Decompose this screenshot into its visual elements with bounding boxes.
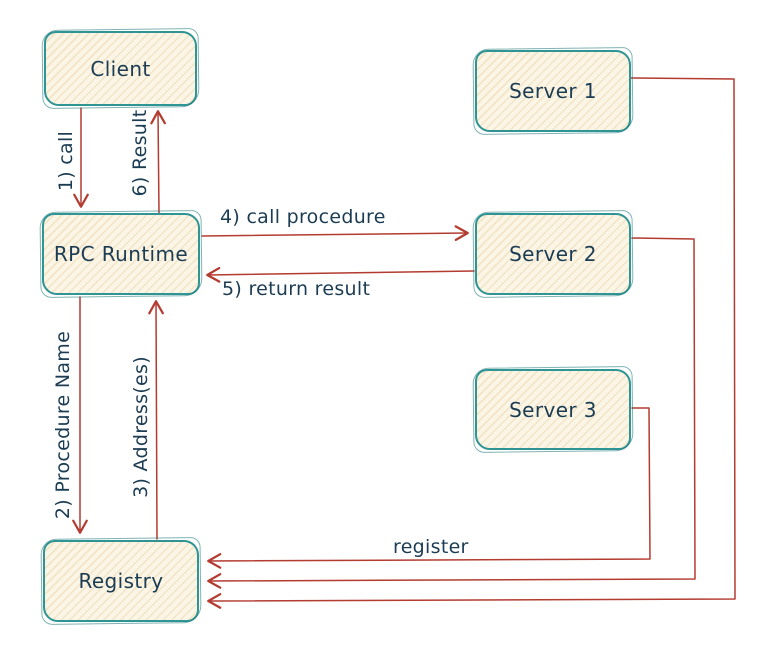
node-registry-label: Registry <box>78 569 164 593</box>
edge-register-server2-line <box>207 237 696 589</box>
edge-label-addresses: 3) Address(es) <box>130 356 152 498</box>
node-server-1-label: Server 1 <box>509 79 597 103</box>
edge-return-result-line <box>206 266 475 283</box>
node-server-2: Server 2 <box>475 213 631 295</box>
edge-label-return-result: 5) return result <box>222 278 371 300</box>
node-server-2-label: Server 2 <box>509 242 597 266</box>
node-client-label: Client <box>90 56 151 81</box>
node-registry: Registry <box>43 540 199 622</box>
edge-label-register: register <box>393 536 469 558</box>
edge-register-server3-line <box>207 407 651 569</box>
edge-result-line <box>150 110 166 215</box>
edge-label-result: 6) Result <box>129 109 151 197</box>
node-client: Client <box>44 31 197 106</box>
edge-label-call-procedure: 4) call procedure <box>220 206 386 228</box>
edge-addresses-line <box>148 300 164 540</box>
node-rpc-runtime-label: RPC Runtime <box>53 242 189 266</box>
edge-label-procedure-name: 2) Procedure Name <box>52 330 74 520</box>
edge-label-call: 1) call <box>55 130 77 192</box>
node-server-3: Server 3 <box>475 369 631 450</box>
node-rpc-runtime: RPC Runtime <box>42 213 200 295</box>
edge-call-procedure-line <box>201 225 469 242</box>
edge-register-server1-line <box>207 77 736 609</box>
node-server-3-label: Server 3 <box>509 397 597 422</box>
node-server-1: Server 1 <box>475 50 631 132</box>
